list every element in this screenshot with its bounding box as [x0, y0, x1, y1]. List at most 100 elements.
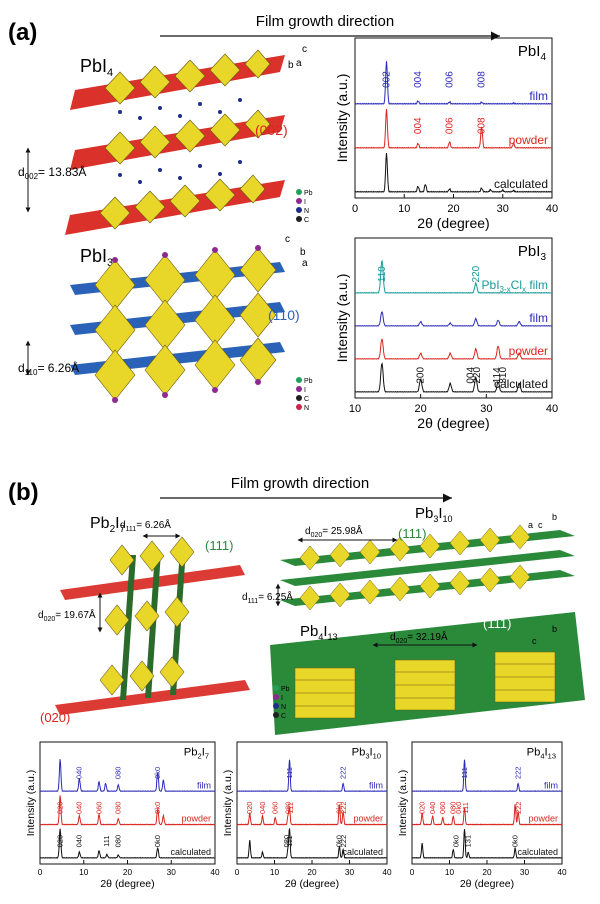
- peak-label: 110: [377, 266, 388, 282]
- x-tick-label: 10: [445, 868, 455, 877]
- series-name: PbI3-xClx film: [482, 278, 548, 294]
- series-name: film: [197, 780, 211, 790]
- peak-label: 020: [417, 802, 426, 815]
- peak-label: 0k0: [153, 802, 162, 814]
- svg-text:a: a: [296, 58, 302, 69]
- series-line: [354, 338, 553, 360]
- peak-label: 222: [339, 835, 348, 848]
- y-axis-label: Intensity (a.u.): [334, 274, 350, 363]
- peak-label: 111: [285, 835, 294, 846]
- chart-title: PbI3: [518, 243, 547, 263]
- series-line: [354, 152, 553, 193]
- peak-label: 220: [472, 367, 483, 384]
- plane-002-label: (002): [255, 122, 288, 138]
- peak-label: 222: [339, 802, 348, 815]
- pbi4-axes: c b a: [288, 44, 307, 71]
- svg-text:C: C: [281, 713, 286, 720]
- series-name: film: [529, 89, 548, 103]
- peak-label: 0k0: [335, 802, 344, 814]
- peak-label: 111: [102, 835, 111, 846]
- pbi4-structure: PbI4 (002) d002= 13.83Å c b a Pb I N C: [18, 44, 313, 235]
- series-name: powder: [353, 814, 383, 824]
- pb3i10-d020: d020= 25.98Å: [305, 524, 363, 539]
- series-line: [236, 828, 388, 859]
- peak-label: 004: [466, 367, 477, 384]
- pbi4-name: PbI4: [80, 56, 113, 79]
- x-tick-label: 20: [415, 403, 427, 415]
- pb3i10-name: Pb3I10: [415, 505, 453, 524]
- peak-label: 111: [460, 767, 469, 778]
- pbi3-name: PbI3: [80, 246, 113, 269]
- peak-label: 114: [492, 367, 503, 383]
- growth-direction-a: Film growth direction: [256, 13, 394, 30]
- pb4i13-legend: Pb I N C: [273, 685, 290, 720]
- series-name: film: [544, 780, 558, 790]
- pb3i10-plane-111: (111): [398, 526, 426, 541]
- pb2i7-structure: Pb2I7 (111) (020) d111= 6.26Å d020= 19.6…: [38, 515, 250, 725]
- series-name: powder: [509, 133, 548, 147]
- pb2i7-d111: d111= 6.26Å: [120, 518, 171, 533]
- peak-label: 020: [245, 802, 254, 815]
- peak-label: 080: [283, 802, 292, 815]
- x-tick-label: 30: [345, 868, 355, 877]
- peak-label: 0k0: [454, 802, 463, 814]
- series-name: powder: [181, 814, 211, 824]
- x-tick-label: 0: [410, 868, 415, 877]
- peak-label: 080: [282, 835, 291, 848]
- y-axis-label: Intensity (a.u.): [25, 770, 37, 837]
- peak-label: 060: [438, 802, 447, 815]
- pbi4-legend: Pb I N C: [296, 189, 313, 224]
- svg-text:Pb: Pb: [304, 190, 313, 197]
- chart-title: Pb4I13: [527, 747, 556, 761]
- series-name: calculated: [170, 847, 211, 857]
- peak-label: 006: [445, 71, 456, 88]
- svg-text:c: c: [285, 234, 290, 245]
- svg-text:b: b: [300, 247, 306, 258]
- x-axis-label: 2θ (degree): [417, 215, 489, 231]
- peak-label: 020: [55, 802, 64, 815]
- peak-label: 040: [75, 835, 84, 848]
- x-tick-label: 10: [398, 203, 410, 215]
- x-tick-label: 20: [447, 203, 459, 215]
- series-line: [39, 795, 216, 826]
- series-name: film: [529, 311, 548, 325]
- peak-label: 008: [477, 71, 488, 88]
- peak-label: 020: [55, 835, 64, 848]
- series-line: [354, 311, 553, 327]
- x-tick-label: 40: [546, 403, 558, 415]
- series-name: film: [369, 780, 383, 790]
- x-axis-label: 2θ (degree): [285, 878, 339, 890]
- svg-text:c: c: [302, 44, 307, 55]
- svg-text:N: N: [304, 405, 309, 412]
- x-axis-label: 2θ (degree): [417, 415, 489, 431]
- peak-label: 040: [75, 802, 84, 815]
- svg-text:c: c: [532, 636, 537, 646]
- peak-label: 111: [461, 802, 470, 813]
- x-tick-label: 40: [210, 868, 220, 877]
- pbi3-structure: PbI3 (110) d110= 6.26Å c b a Pb I C N: [18, 234, 313, 412]
- series-line: [236, 804, 388, 826]
- y-axis-label: Intensity (a.u.): [397, 770, 409, 837]
- svg-text:N: N: [304, 208, 309, 215]
- plane-110-label: (110): [268, 307, 300, 323]
- x-tick-label: 30: [480, 403, 492, 415]
- peak-label: 040: [75, 767, 84, 780]
- x-tick-label: 10: [79, 868, 89, 877]
- x-tick-label: 20: [482, 868, 492, 877]
- y-axis-label: Intensity (a.u.): [222, 770, 234, 837]
- peak-label: 060: [271, 802, 280, 815]
- pb2i7-d020: d020= 19.67Å: [38, 608, 96, 623]
- chart-title: Pb3I10: [352, 747, 381, 761]
- svg-text:C: C: [304, 396, 309, 403]
- series-line: [354, 259, 553, 294]
- pb2i7-plane-111: (111): [205, 538, 233, 553]
- d110-label: d110= 6.26Å: [18, 360, 79, 377]
- svg-text:I: I: [304, 387, 306, 394]
- growth-direction-b: Film growth direction: [231, 475, 369, 492]
- x-tick-label: 0: [352, 203, 358, 215]
